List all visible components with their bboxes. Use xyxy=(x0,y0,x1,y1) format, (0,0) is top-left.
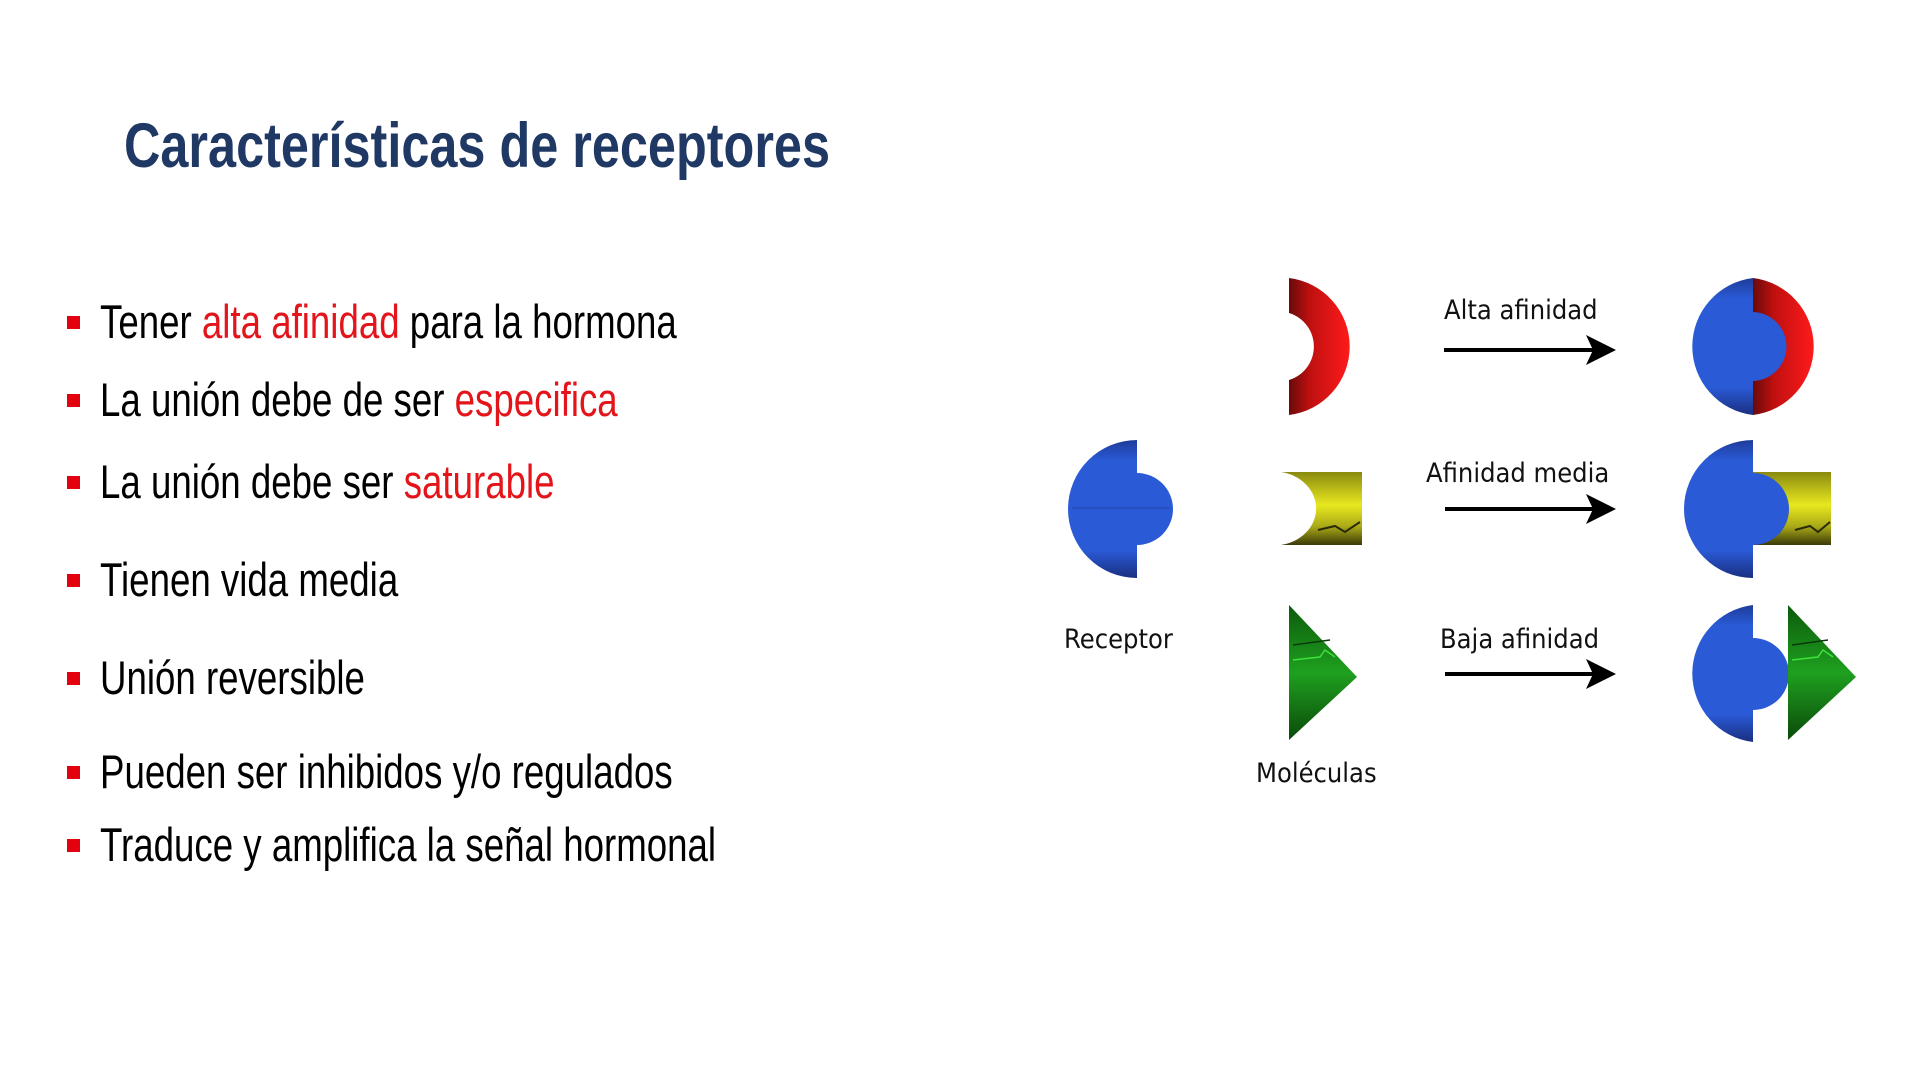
arrow-icon xyxy=(1445,659,1616,689)
arrow-icon xyxy=(1444,335,1616,365)
bullet-marker-icon xyxy=(67,476,80,489)
bullet-marker-icon xyxy=(67,316,80,329)
bullet-text-plain: para la hormona xyxy=(399,295,677,348)
molecule-high-affinity xyxy=(1289,278,1350,415)
bullet-marker-icon xyxy=(67,766,80,779)
affinity-label-high: Alta afinidad xyxy=(1444,295,1598,326)
bullet-text-plain: La unión debe ser xyxy=(100,455,404,508)
molecule-medium-affinity xyxy=(1281,472,1362,545)
slide-title: Características de receptores xyxy=(124,111,830,181)
bullet-marker-icon xyxy=(67,672,80,685)
receptor-shape xyxy=(1068,440,1173,578)
affinity-label-low: Baja afinidad xyxy=(1440,624,1600,655)
complex-medium-affinity xyxy=(1684,440,1831,578)
bullet-text-plain: La unión debe de ser xyxy=(100,373,455,426)
bullet-text-highlight: saturable xyxy=(403,455,555,508)
bullet-text: La unión debe ser saturable xyxy=(100,452,555,512)
bullet-text-plain: Tienen vida media xyxy=(100,553,399,606)
bullet-text-plain: Pueden ser inhibidos y/o regulados xyxy=(100,745,673,798)
molecules-label: Moléculas xyxy=(1256,758,1377,789)
bullet-marker-icon xyxy=(67,839,80,852)
bullet-text-plain: Traduce y amplifica la señal hormonal xyxy=(100,818,717,871)
bullet-text-plain: Unión reversible xyxy=(100,651,365,704)
complex-high-affinity xyxy=(1692,278,1814,415)
bullet-text: Traduce y amplifica la señal hormonal xyxy=(100,815,716,875)
bullet-text: Pueden ser inhibidos y/o regulados xyxy=(100,742,673,802)
bullet-text: Tener alta afinidad para la hormona xyxy=(100,292,677,352)
bullet-text: Unión reversible xyxy=(100,648,365,708)
bullet-marker-icon xyxy=(67,574,80,587)
bullet-text-highlight: alta afinidad xyxy=(201,295,400,348)
bullet-marker-icon xyxy=(67,394,80,407)
bullet-text: Tienen vida media xyxy=(100,550,398,610)
bullet-text-highlight: especifica xyxy=(454,373,618,426)
molecule-low-affinity xyxy=(1289,605,1357,740)
bullet-text: La unión debe de ser especifica xyxy=(100,370,618,430)
complex-low-affinity xyxy=(1692,605,1856,742)
receptor-label: Receptor xyxy=(1064,624,1173,655)
arrow-icon xyxy=(1445,494,1616,524)
bullet-text-plain: Tener xyxy=(100,295,202,348)
affinity-label-medium: Afinidad media xyxy=(1426,458,1610,489)
